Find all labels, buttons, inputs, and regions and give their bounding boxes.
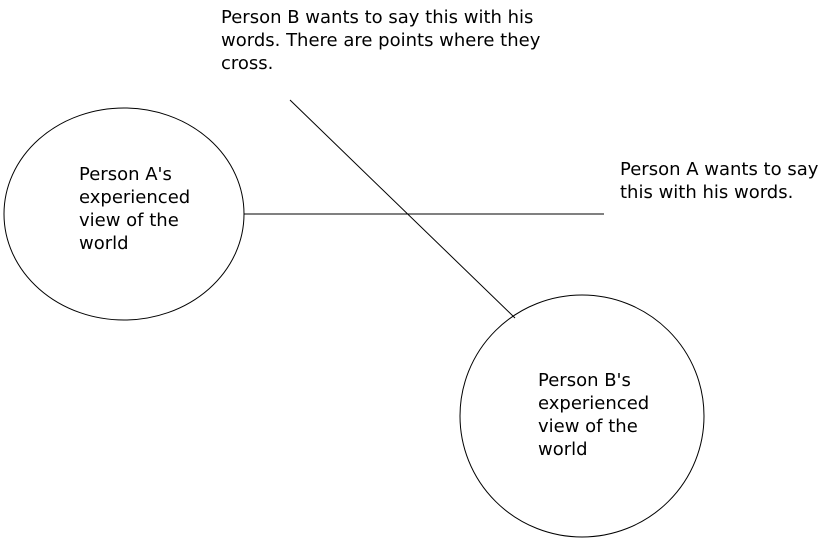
person-b-intent-line — [289, 99, 516, 319]
label-line: cross. — [221, 53, 274, 74]
label-line: Person A wants to say — [620, 159, 819, 180]
label-line: words. There are points where they — [221, 30, 541, 51]
label-line: world — [79, 233, 129, 254]
label-line: view of the — [79, 210, 179, 231]
label-line: Person B wants to say this with his — [221, 7, 534, 28]
label-line: Person B's — [538, 370, 631, 391]
label-line: this with his words. — [620, 182, 794, 203]
label-line: experienced — [79, 187, 191, 208]
label-line: experienced — [538, 393, 650, 414]
label-line: Person A's — [79, 164, 172, 185]
person-b-view-ellipse — [459, 294, 705, 538]
label-line: world — [538, 439, 588, 460]
label-line: view of the — [538, 416, 638, 437]
